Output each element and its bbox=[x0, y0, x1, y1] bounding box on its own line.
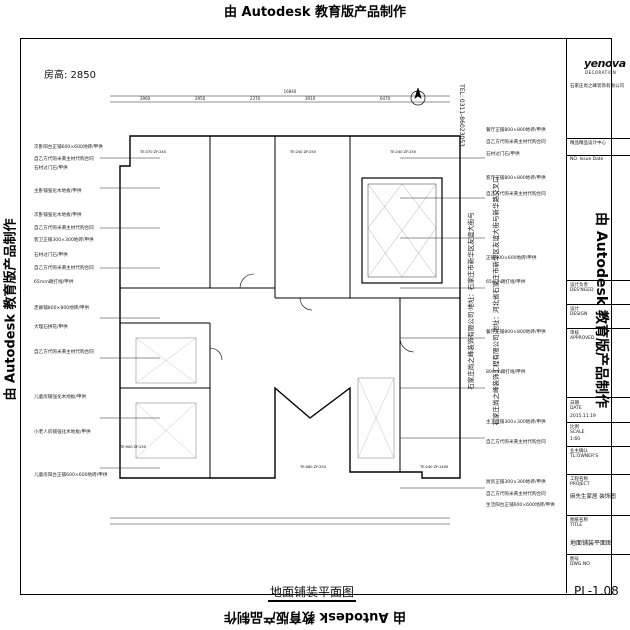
label-left-15: 小老人房铺强化木地板/甲供 bbox=[34, 430, 91, 435]
exterior-walls bbox=[119, 135, 461, 479]
dimension-top-5: 6470 bbox=[380, 96, 391, 101]
label-right-12: 厨房正铺300×300地砖/甲供 bbox=[486, 480, 546, 485]
label-right-2: 自乙方代购米黄主材代购合同 bbox=[486, 140, 546, 145]
company-name: 石家庄尚之峰装饰有限公司 bbox=[570, 84, 624, 89]
label-left-11: 走廊铺800×800地砖/甲供 bbox=[34, 306, 90, 311]
leader-lines bbox=[100, 157, 485, 489]
owner-label: 业主确认 bbox=[570, 449, 588, 454]
floor-plan: 16840 3960 2950 2370 3910 6470 bbox=[100, 88, 485, 525]
drawing-name-en: TITLE bbox=[570, 523, 583, 528]
label-right-3: 石材过门石/甲供 bbox=[486, 152, 520, 157]
bathroom-tiles bbox=[135, 337, 197, 384]
label-right-14: 生活阳台正铺600×600地砖/甲供 bbox=[486, 503, 555, 508]
label-right-11: 自乙方代购米黄主材代购合同 bbox=[486, 440, 546, 445]
designer-en: DES'NGED bbox=[570, 288, 594, 293]
label-right-7: 65mm踢打线/甲供 bbox=[486, 280, 526, 285]
design-en: DESIGN bbox=[570, 312, 588, 317]
dimension-top-1: 3960 bbox=[140, 96, 151, 101]
watermark-top: 由 Autodesk 教育版产品制作 bbox=[223, 5, 407, 20]
check-en: APPROVED bbox=[570, 336, 595, 341]
scale-label: 比例 bbox=[570, 425, 579, 430]
date-value: 2015.11.19 bbox=[570, 414, 596, 419]
level-mark-6: TE:240 ZF:1400 bbox=[419, 465, 449, 469]
child-room-floor bbox=[135, 402, 197, 459]
label-left-14: 儿童房铺强化木地板/甲供 bbox=[34, 395, 87, 400]
label-left-5: 次卧铺强化木地板/甲供 bbox=[34, 213, 82, 218]
project-en: PROJECT bbox=[570, 482, 590, 487]
company-vertical-note: 石家庄尚之峰装饰有限公司·地址：石家庄市新华区友谊大街与 bbox=[467, 212, 475, 390]
label-right-1: 餐厅正铺800×800地砖/甲供 bbox=[486, 128, 546, 133]
label-right-9: 80mm踢打线/甲供 bbox=[486, 370, 526, 375]
date-label: 日期 bbox=[570, 401, 579, 406]
label-right-10: 主卫正铺300×300地砖/甲供 bbox=[486, 420, 546, 425]
level-mark-3: TE:240 ZF:250 bbox=[389, 150, 417, 154]
company-vertical-note-2: 石家庄尚之峰装饰工程有限公司·地址：河北省石家庄市新华区友谊大街与新华路交叉口 bbox=[492, 176, 500, 426]
scale-en: SCALE bbox=[570, 430, 585, 435]
dimension-top-4: 3910 bbox=[305, 96, 316, 101]
drawing-title: 地面铺装平面图 bbox=[268, 583, 357, 602]
designer-label: 设计负责 bbox=[570, 283, 588, 288]
north-arrow-icon bbox=[410, 88, 426, 106]
level-mark-1: TE:370 ZF:240 bbox=[139, 150, 167, 154]
dwg-no-en: DWG.NO bbox=[570, 562, 590, 567]
label-left-13: 自乙方代购米黄主材代购合同 bbox=[34, 350, 94, 355]
room-height-note: 房高: 2850 bbox=[44, 70, 96, 81]
label-right-8: 餐厅正铺800×800地砖/甲供 bbox=[486, 330, 546, 335]
label-left-7: 客卫正铺300×300地砖/甲供 bbox=[34, 238, 94, 243]
label-right-5: 自乙方代购米黄主材代购合同 bbox=[486, 192, 546, 197]
dimension-total: 16840 bbox=[284, 89, 297, 94]
owner-en: TL:OWNER'S bbox=[570, 454, 599, 459]
brand-logo: yenova bbox=[584, 57, 626, 70]
title-block bbox=[566, 38, 630, 593]
label-left-8: 石材过门石/甲供 bbox=[34, 253, 68, 258]
label-left-16: 儿童房阳台正铺600×600地砖/甲供 bbox=[34, 473, 108, 478]
drawing-sheet-frame bbox=[20, 38, 612, 595]
project-value: 麻先生家居 装饰图 bbox=[570, 494, 616, 500]
date-en: DATE bbox=[570, 406, 582, 411]
living-room-inlay bbox=[361, 177, 443, 284]
label-left-4: 主卧铺强化木地板/甲供 bbox=[34, 189, 82, 194]
kitchen-floor bbox=[357, 377, 395, 459]
sheet-number: PL-1.08 bbox=[574, 584, 619, 598]
label-left-9: 自乙方代购米黄主材代购合同 bbox=[34, 266, 94, 271]
design-center: 精品精品设计中心 bbox=[570, 141, 606, 146]
label-right-6: 正铺600×600地砖/甲供 bbox=[486, 256, 537, 261]
label-left-3: 石材过门石/甲供 bbox=[34, 166, 68, 171]
level-mark-5: TE:080 ZF:250 bbox=[299, 465, 327, 469]
label-right-4: 客厅正铺800×800地砖/甲供 bbox=[486, 176, 546, 181]
brand-logo-sub: DECORATION bbox=[585, 70, 617, 75]
inlay-diagonals bbox=[367, 183, 437, 278]
label-right-13: 自乙方代购米黄主材代购合同 bbox=[486, 492, 546, 497]
check-label: 审核 bbox=[570, 331, 579, 336]
watermark-left: 由 Autodesk 教育版产品制作 bbox=[3, 218, 19, 401]
level-mark-4: TE:900 ZF:250 bbox=[119, 445, 147, 449]
interior-walls bbox=[120, 136, 460, 478]
dwg-no-label: 图号 bbox=[570, 557, 579, 562]
label-left-12: 大理石拼花/甲供 bbox=[34, 325, 68, 330]
scale-value: 1:60 bbox=[570, 437, 581, 442]
issue-header: NO. Issue Date bbox=[570, 157, 604, 162]
label-left-10: 65mm踢打线/甲供 bbox=[34, 280, 74, 285]
project-label: 工程名称 bbox=[570, 477, 588, 482]
label-left-6: 自乙方代购米黄主材代购合同 bbox=[34, 226, 94, 231]
watermark-bottom: 由 Autodesk 教育版产品制作 bbox=[223, 609, 407, 624]
design-label: 设计 bbox=[570, 307, 579, 312]
label-left-2: 自乙方代购米黄主材代购合同 bbox=[34, 157, 94, 162]
drawing-name-value: 地面铺装平面图 bbox=[570, 540, 613, 547]
doors bbox=[209, 273, 415, 361]
drawing-name-label: 图纸名称 bbox=[570, 518, 588, 523]
tel-vertical-note: TEL: 0311-86023053 bbox=[457, 84, 465, 147]
label-left-1: 次卧阳台正铺600×600地砖/甲供 bbox=[34, 145, 103, 150]
level-mark-2: TE:240 ZF:250 bbox=[289, 150, 317, 154]
dimension-top-3: 2370 bbox=[250, 96, 261, 101]
dimension-top-2: 2950 bbox=[195, 96, 206, 101]
